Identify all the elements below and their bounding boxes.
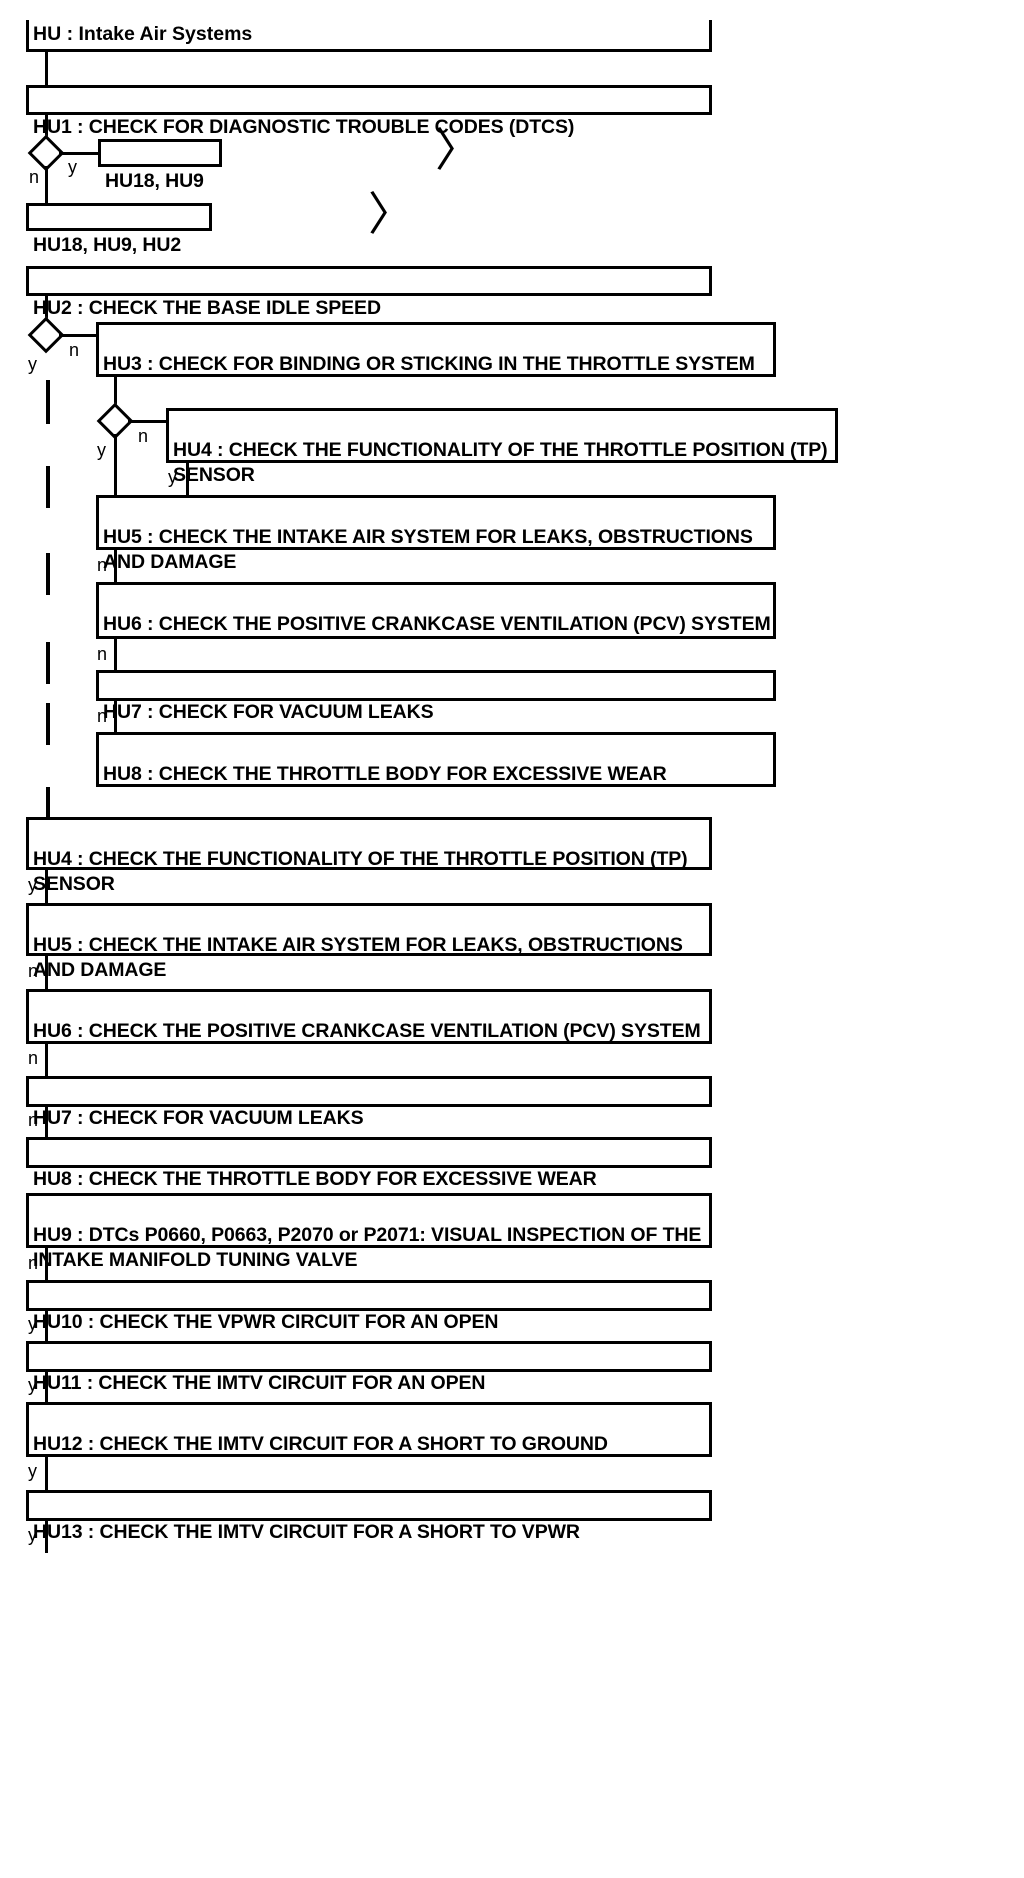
connector-hu7m-to-hu8m (45, 1107, 48, 1137)
edge-label-hu4m-yes: y (28, 875, 37, 895)
edge-label-hu13-yes: y (28, 1525, 37, 1545)
rail-segment-6 (46, 787, 50, 817)
connector-decision1-no (45, 166, 48, 204)
node-hu5-indented[interactable]: HU5 : CHECK THE INTAKE AIR SYSTEM FOR LE… (96, 495, 776, 573)
edge-label-hu1-no: n (29, 167, 40, 187)
connector-hu4m-to-hu5m (45, 870, 48, 903)
connector-hu11-to-hu12 (45, 1372, 48, 1402)
edge-label-hu12-yes: y (28, 1461, 37, 1481)
edge-label-hu10-yes: y (28, 1314, 37, 1334)
node-hu12[interactable]: HU12 : CHECK THE IMTV CIRCUIT FOR A SHOR… (26, 1402, 712, 1457)
node-hu8-main-label: HU8 : CHECK THE THROTTLE BODY FOR EXCESS… (33, 1168, 597, 1190)
node-hu9[interactable]: HU9 : DTCs P0660, P0663, P2070 or P2071:… (26, 1193, 712, 1271)
edge-label-hu2-no: n (69, 340, 80, 360)
node-hu11-label: HU11 : CHECK THE IMTV CIRCUIT FOR AN OPE… (33, 1372, 486, 1394)
edge-label-hu1-yes: y (68, 157, 77, 177)
node-hu1-label: HU1 : CHECK FOR DIAGNOSTIC TROUBLE CODES… (33, 116, 575, 138)
node-hu4-indented[interactable]: HU4 : CHECK THE FUNCTIONALITY OF THE THR… (166, 408, 838, 486)
node-hu10[interactable]: HU10 : CHECK THE VPWR CIRCUIT FOR AN OPE… (26, 1280, 712, 1333)
edge-label-hu3-yes: y (97, 440, 106, 460)
connector-hu6i-to-hu7i (114, 639, 117, 670)
node-hu7-indented[interactable]: HU7 : CHECK FOR VACUUM LEAKS (96, 670, 776, 723)
chart-header-bar: HU : Intake Air Systems (26, 20, 712, 52)
edge-label-hu9-no: n (28, 1253, 39, 1273)
connector-hu2-to-decision2 (45, 296, 48, 322)
node-ref-hu18-hu9-label: HU18, HU9 (105, 170, 204, 192)
node-hu6-main-label: HU6 : CHECK THE POSITIVE CRANKCASE VENTI… (33, 1020, 701, 1042)
node-hu5-main[interactable]: HU5 : CHECK THE INTAKE AIR SYSTEM FOR LE… (26, 903, 712, 981)
node-hu8-main[interactable]: HU8 : CHECK THE THROTTLE BODY FOR EXCESS… (26, 1137, 712, 1190)
connector-hu6m-to-hu7m (45, 1044, 48, 1076)
connector-hu3-to-decision3 (114, 377, 117, 408)
edge-label-hu3-no: n (138, 426, 149, 446)
node-hu13-label: HU13 : CHECK THE IMTV CIRCUIT FOR A SHOR… (33, 1521, 580, 1543)
node-hu10-label: HU10 : CHECK THE VPWR CIRCUIT FOR AN OPE… (33, 1311, 499, 1333)
node-hu9-label: HU9 : DTCs P0660, P0663, P2070 or P2071:… (33, 1224, 702, 1271)
rail-segment-1 (46, 380, 50, 424)
page-title: HU : Intake Air Systems (33, 23, 253, 45)
connector-hu10-to-hu11 (45, 1311, 48, 1341)
rail-segment-2 (46, 466, 50, 508)
node-hu1[interactable]: HU1 : CHECK FOR DIAGNOSTIC TROUBLE CODES… (26, 85, 712, 138)
node-ref-hu18-hu9-hu2-label: HU18, HU9, HU2 (33, 234, 182, 256)
node-hu7-indented-label: HU7 : CHECK FOR VACUUM LEAKS (103, 701, 434, 723)
edge-label-hu5i-no: n (97, 555, 108, 575)
node-hu4-main[interactable]: HU4 : CHECK THE FUNCTIONALITY OF THE THR… (26, 817, 712, 895)
node-hu3-indented[interactable]: HU3 : CHECK FOR BINDING OR STICKING IN T… (96, 322, 776, 377)
chevron-icon-2: 〉 (368, 189, 414, 240)
rail-segment-5 (46, 703, 50, 745)
edge-label-hu6i-no: n (97, 644, 108, 664)
node-hu3-indented-label: HU3 : CHECK FOR BINDING OR STICKING IN T… (103, 353, 755, 375)
rail-segment-4 (46, 642, 50, 684)
connector-hu4i-yes-down (186, 463, 189, 495)
node-hu13[interactable]: HU13 : CHECK THE IMTV CIRCUIT FOR A SHOR… (26, 1490, 712, 1543)
connector-hu1-to-decision1 (45, 115, 48, 140)
edge-label-hu5m-no: n (28, 961, 39, 981)
connector-hu5i-to-hu6i (114, 550, 117, 582)
edge-label-hu6m-no: n (28, 1048, 39, 1068)
connector-hu9-to-hu10 (45, 1248, 48, 1280)
connector-decision2-no (59, 334, 99, 337)
node-ref-hu18-hu9[interactable]: HU18, HU9 (98, 139, 222, 192)
connector-header-to-hu1 (45, 52, 48, 85)
connector-decision1-yes (59, 152, 100, 155)
node-hu12-label: HU12 : CHECK THE IMTV CIRCUIT FOR A SHOR… (33, 1433, 608, 1455)
connector-hu5m-to-hu6m (45, 956, 48, 989)
node-hu6-indented-label: HU6 : CHECK THE POSITIVE CRANKCASE VENTI… (103, 613, 771, 635)
connector-decision3-no (128, 420, 168, 423)
node-hu5-main-label: HU5 : CHECK THE INTAKE AIR SYSTEM FOR LE… (33, 934, 683, 981)
chevron-icon-1: 〉 (435, 125, 481, 176)
node-hu6-indented[interactable]: HU6 : CHECK THE POSITIVE CRANKCASE VENTI… (96, 582, 776, 639)
node-hu2[interactable]: HU2 : CHECK THE BASE IDLE SPEED (26, 266, 712, 319)
connector-hu13-down (45, 1521, 48, 1553)
node-ref-hu18-hu9-hu2[interactable]: HU18, HU9, HU2 (26, 203, 212, 256)
node-hu4-indented-label: HU4 : CHECK THE FUNCTIONALITY OF THE THR… (173, 439, 828, 486)
node-hu5-indented-label: HU5 : CHECK THE INTAKE AIR SYSTEM FOR LE… (103, 526, 753, 573)
node-hu6-main[interactable]: HU6 : CHECK THE POSITIVE CRANKCASE VENTI… (26, 989, 712, 1044)
edge-label-hu4i-yes: y (168, 467, 177, 487)
node-hu7-main-label: HU7 : CHECK FOR VACUUM LEAKS (33, 1107, 364, 1129)
node-hu4-main-label: HU4 : CHECK THE FUNCTIONALITY OF THE THR… (33, 848, 688, 895)
node-hu8-indented-label: HU8 : CHECK THE THROTTLE BODY FOR EXCESS… (103, 763, 667, 785)
node-hu11[interactable]: HU11 : CHECK THE IMTV CIRCUIT FOR AN OPE… (26, 1341, 712, 1394)
edge-label-hu7m-no: n (28, 1110, 39, 1130)
node-hu2-label: HU2 : CHECK THE BASE IDLE SPEED (33, 297, 381, 319)
edge-label-hu2-yes: y (28, 354, 37, 374)
edge-label-hu7i-no: n (97, 706, 108, 726)
connector-decision3-yes-down (114, 434, 117, 495)
node-hu8-indented[interactable]: HU8 : CHECK THE THROTTLE BODY FOR EXCESS… (96, 732, 776, 787)
edge-label-hu11-yes: y (28, 1375, 37, 1395)
rail-segment-3 (46, 553, 50, 595)
node-hu7-main[interactable]: HU7 : CHECK FOR VACUUM LEAKS (26, 1076, 712, 1129)
connector-hu7i-to-hu8i (114, 701, 117, 732)
connector-hu12-to-hu13 (45, 1457, 48, 1490)
